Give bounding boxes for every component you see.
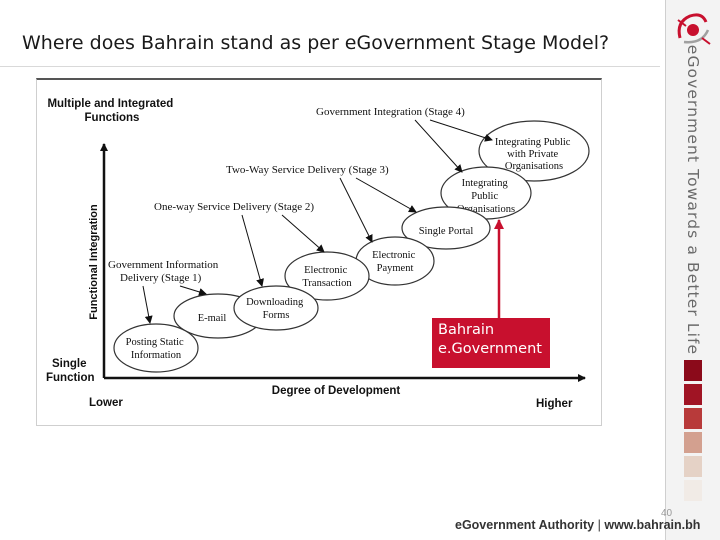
bubble-downloading-forms: Downloading Forms — [233, 285, 319, 331]
bahrain-label-line1: Bahrain — [438, 322, 495, 338]
color-bar — [684, 432, 702, 453]
slide-title: Where does Bahrain stand as per eGovernm… — [22, 32, 610, 54]
arrow-stage3-to-portal — [355, 177, 417, 213]
svg-text:Integrating Public with: Integrating Public with Private Organisa… — [495, 137, 573, 172]
color-bar — [684, 480, 702, 501]
footer: eGovernment Authority | www.bahrain.bh — [455, 518, 700, 532]
stage-3-label: Two-Way Service Delivery (Stage 3) — [226, 164, 389, 176]
color-bar — [684, 360, 702, 381]
sidebar-color-bars — [684, 360, 702, 508]
arrow-stage3-to-payment — [339, 177, 373, 243]
page-number: 40 — [661, 508, 673, 519]
footer-url: www.bahrain.bh — [604, 518, 701, 532]
sidebar-divider — [665, 0, 666, 540]
stage-1-label: Government Information Delivery (Stage 1… — [108, 259, 221, 284]
svg-text:E-mail: E-mail — [198, 313, 227, 324]
footer-org: eGovernment Authority — [455, 518, 595, 532]
x-right-label: Higher — [536, 398, 573, 410]
footer-separator: | — [594, 518, 605, 532]
arrow-stage2-to-transaction — [281, 214, 325, 253]
bubble-posting-static: Posting Static Information — [113, 323, 199, 373]
y-axis-label: Functional Integration — [88, 204, 100, 320]
color-bar — [684, 384, 702, 405]
arrow-stage4-to-private — [429, 119, 493, 142]
bubble-single-portal: Single Portal — [401, 206, 491, 250]
stage-4-label: Government Integration (Stage 4) — [316, 106, 465, 118]
y-bottom-label: Single Function — [46, 358, 95, 384]
color-bar — [684, 408, 702, 429]
stage-arrows — [142, 119, 493, 324]
arrow-stage1-to-email — [179, 285, 207, 296]
bahrain-egovernment-callout: Bahrain e.Government — [432, 318, 550, 368]
arrow-stage2-to-downloading — [241, 214, 264, 287]
svg-text:Posting Static Informati: Posting Static Information — [126, 337, 187, 361]
svg-text:Integrating Public: Integrating Public Organisations — [457, 178, 515, 215]
bahrain-egov-logo-icon — [677, 13, 711, 45]
stage-2-label: One-way Service Delivery (Stage 2) — [154, 201, 314, 213]
color-bar — [684, 456, 702, 477]
arrow-stage4-to-public — [414, 119, 463, 173]
svg-text:Downloading Forms: Downloading Forms — [246, 297, 306, 321]
bahrain-label-line2: e.Government — [438, 341, 542, 357]
y-top-label: Multiple and Integrated Functions — [47, 98, 176, 124]
bubble-integrating-private: Integrating Public with Private Organisa… — [478, 120, 590, 182]
x-axis-label: Degree of Development — [272, 385, 401, 397]
svg-text:Single Portal: Single Portal — [419, 226, 474, 237]
arrow-stage1-to-posting — [142, 285, 153, 324]
title-divider — [0, 66, 660, 67]
bubble-electronic-transaction: Electronic Transaction — [284, 251, 370, 301]
svg-text:Electronic Payment: Electronic Payment — [372, 250, 418, 274]
x-left-label: Lower — [89, 397, 123, 409]
svg-text:Electronic Transaction: Electronic Transaction — [302, 265, 352, 289]
